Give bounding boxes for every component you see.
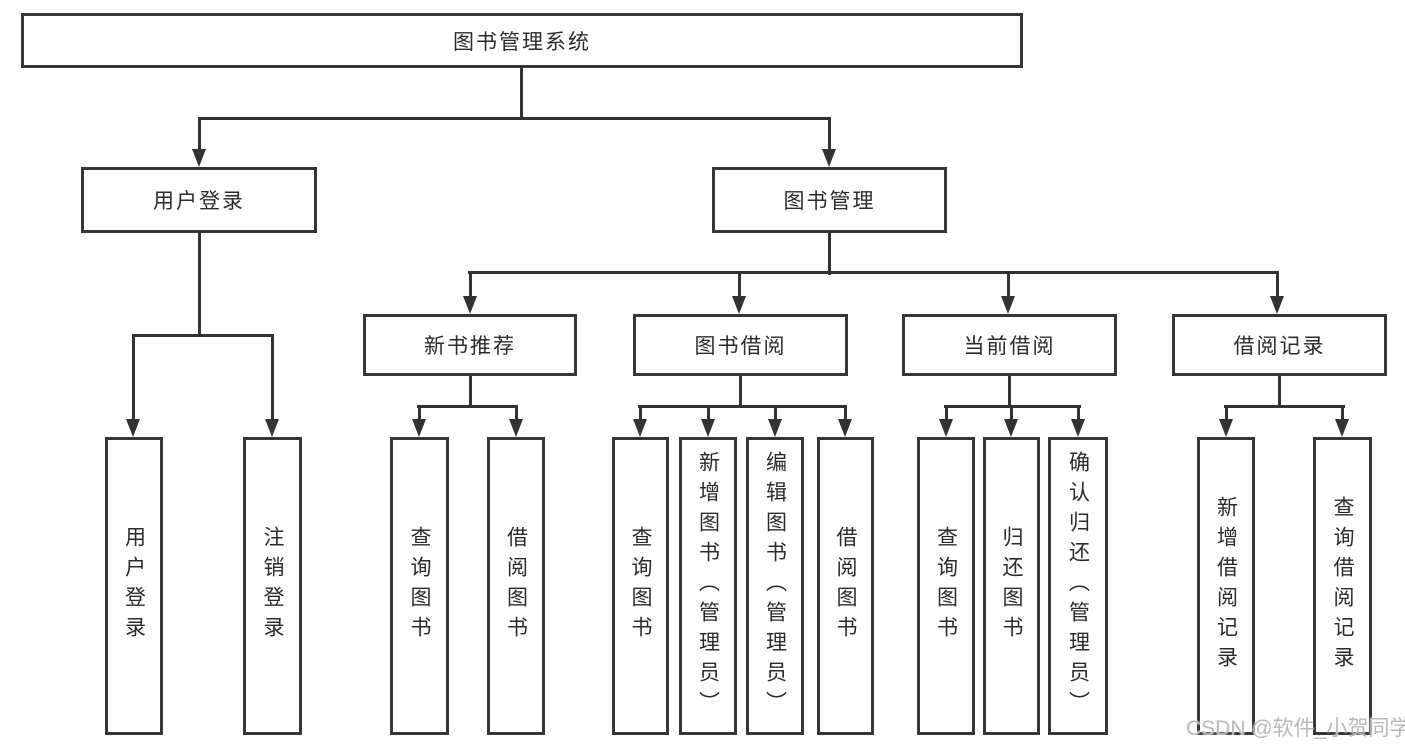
node-root-label: 图书管理系统 [453,30,591,54]
leaf-edit-book-admin: 编辑图书（管理员） [746,437,804,735]
node-borrow-records: 借阅记录 [1172,314,1387,376]
leaf-logout: 注销登录 [243,437,302,735]
leaf-query-books: 查询图书 [917,437,975,735]
arrowhead-down-icon [126,419,140,437]
leaf-return-book-label: 归还图书 [1000,526,1023,646]
node-current-borrow: 当前借阅 [902,314,1117,376]
arrowhead-down-icon [939,419,953,437]
node-book-management-label: 图书管理 [783,190,876,213]
arrowhead-down-icon [1071,419,1085,437]
arrowhead-down-icon [192,149,206,167]
connector-line-horizontal [1224,405,1345,408]
arrow-shaft [945,405,948,421]
arrow-shaft [418,405,421,421]
arrow-shaft [774,405,777,421]
arrowhead-down-icon [701,419,715,437]
arrow-shaft [1007,271,1010,298]
leaf-query-books: 查询图书 [612,437,669,735]
arrow-shaft [469,271,472,298]
leaf-query-books: 查询图书 [390,437,449,735]
arrowhead-down-icon [509,419,523,437]
connector-line-vertical [469,376,472,408]
node-new-book-recommend: 新书推荐 [363,314,577,376]
arrowhead-down-icon [1335,419,1349,437]
connector-line-horizontal [468,271,1279,274]
arrow-shaft [271,334,274,421]
node-root: 图书管理系统 [21,13,1023,68]
leaf-user-login-label: 用户登录 [122,526,146,646]
arrow-shaft [844,405,847,421]
leaf-logout-label: 注销登录 [261,526,284,646]
leaf-user-login: 用户登录 [105,437,163,735]
connector-line-horizontal [198,117,831,120]
leaf-add-book-admin-label: 新增图书（管理员） [696,451,720,721]
connector-line-horizontal [417,405,518,408]
arrow-shaft [515,405,518,421]
arrowhead-down-icon [768,419,782,437]
arrow-shaft [738,271,741,298]
arrow-shaft [639,405,642,421]
arrowhead-down-icon [463,296,477,314]
arrowhead-down-icon [633,419,647,437]
arrowhead-down-icon [1219,419,1233,437]
leaf-borrow-books: 借阅图书 [487,437,545,735]
leaf-confirm-return-admin-label: 确认归还（管理员） [1066,451,1090,721]
arrow-shaft [198,117,201,151]
leaf-query-borrow-record-label: 查询借阅记录 [1331,496,1354,676]
leaf-query-borrow-record: 查询借阅记录 [1313,437,1372,735]
connector-line-vertical [198,233,201,337]
arrowhead-down-icon [265,419,279,437]
arrowhead-down-icon [412,419,426,437]
node-current-borrow-label: 当前借阅 [963,335,1056,358]
arrowhead-down-icon [838,419,852,437]
connector-line-vertical [1008,376,1011,408]
leaf-add-borrow-record-label: 新增借阅记录 [1214,496,1238,676]
leaf-confirm-return-admin: 确认归还（管理员） [1048,437,1108,735]
arrowhead-down-icon [732,296,746,314]
leaf-edit-book-admin-label: 编辑图书（管理员） [763,451,787,721]
node-book-borrow: 图书借阅 [633,314,848,376]
arrow-shaft [828,117,831,151]
leaf-add-borrow-record: 新增借阅记录 [1197,437,1255,735]
connector-line-vertical [520,66,523,119]
leaf-query-books-label: 查询图书 [629,526,652,646]
leaf-query-books-label: 查询图书 [934,526,958,646]
leaf-borrow-books-label: 借阅图书 [504,526,528,646]
leaf-add-book-admin: 新增图书（管理员） [679,437,737,735]
node-book-management: 图书管理 [712,167,947,233]
connector-line-vertical [1278,376,1281,408]
leaf-borrow-books-label: 借阅图书 [834,526,857,646]
node-borrow-records-label: 借阅记录 [1233,335,1326,358]
csdn-watermark: CSDN @软件_小贺同学 [1186,717,1405,740]
arrow-shaft [132,334,135,421]
node-new-book-recommend-label: 新书推荐 [424,335,516,358]
node-user-login: 用户登录 [81,167,317,233]
arrowhead-down-icon [1004,419,1018,437]
node-user-login-label: 用户登录 [153,190,245,213]
arrow-shaft [707,405,710,421]
arrow-shaft [1276,271,1279,298]
leaf-borrow-books: 借阅图书 [817,437,874,735]
arrowhead-down-icon [1270,296,1284,314]
connector-line-vertical [739,376,742,408]
connector-line-horizontal [638,405,847,408]
connector-line-horizontal [132,334,274,337]
arrow-shaft [1225,405,1228,421]
arrowhead-down-icon [1001,296,1015,314]
arrow-shaft [1077,405,1080,421]
arrowhead-down-icon [822,149,836,167]
arrow-shaft [1010,405,1013,421]
connector-line-vertical [828,233,831,275]
arrow-shaft [1341,405,1344,421]
leaf-return-book: 归还图书 [983,437,1040,735]
node-book-borrow-label: 图书借阅 [694,335,787,358]
leaf-query-books-label: 查询图书 [408,526,431,646]
